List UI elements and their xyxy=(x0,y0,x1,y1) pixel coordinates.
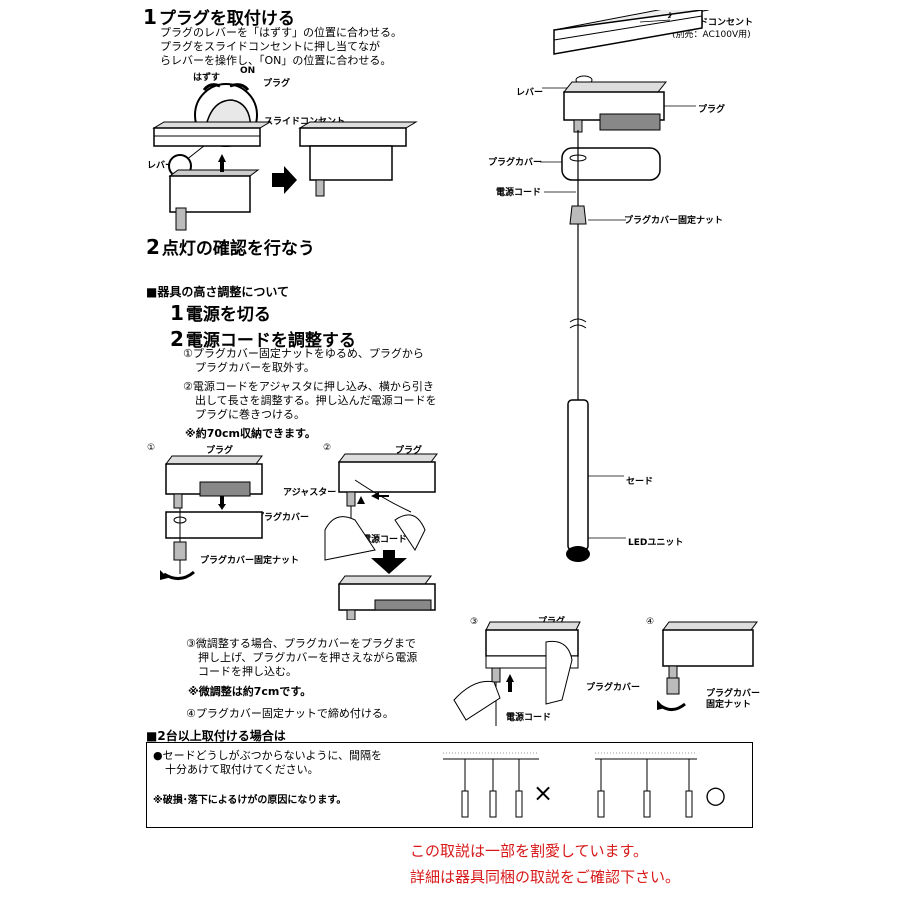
fig-d-number: ④ xyxy=(646,617,655,627)
fig-b-cord-label: 電源コード xyxy=(362,535,408,545)
spacing-comparison-illustration xyxy=(443,752,697,818)
text-line: プラグカバーを取外す。 xyxy=(195,361,315,374)
fig1-lever-label: レバー xyxy=(147,161,175,171)
fig-a-number: ① xyxy=(147,443,156,453)
lever-plug-label: プラグ xyxy=(263,79,291,89)
fig-c-cover-label: プラグカバー xyxy=(586,683,641,693)
multi-warning: ※破損･落下によるけがの原因になります。 xyxy=(153,795,347,806)
right-plug-label: プラグ xyxy=(698,105,726,115)
tighten-text: ④プラグカバー固定ナットで締め付ける。 xyxy=(186,707,394,720)
text-line: 出して長さを調整する。押し込んだ電源コードを xyxy=(195,394,437,407)
step-title: 点灯の確認を行なう xyxy=(161,239,315,259)
fig-b-plug-label: プラグ xyxy=(395,446,423,456)
footer-note-2: 詳細は器具同梱の取説をご確認下さい。 xyxy=(410,868,681,886)
right-nut-label: プラグカバー固定ナット xyxy=(624,216,724,226)
fig-c-cord-label: 電源コード xyxy=(506,713,552,723)
text-line: ●セードどうしがぶつからないように、間隔を xyxy=(153,749,383,762)
footer-note-1: この取説は一部を割愛しています。 xyxy=(410,842,649,860)
fig-b-number: ② xyxy=(323,443,332,453)
text-line: コードを押し込む。 xyxy=(198,665,297,678)
storage-note: ※約70cm収納できます。 xyxy=(185,427,316,440)
step-number: 1 xyxy=(143,5,157,29)
right-slide-label: スライドコンセント xyxy=(672,18,754,28)
multi-install-box: ●セードどうしがぶつからないように、間隔を 十分あけて取付けてください。 ※破損… xyxy=(146,742,753,828)
right-shade-label: セード xyxy=(626,477,654,487)
fig-d-label2: 固定ナット xyxy=(706,700,752,710)
fig-c-number: ③ xyxy=(470,617,479,627)
text-line: ②電源コードをアジャスタに押し込み、横から引き xyxy=(183,380,434,393)
plug-before-illustration xyxy=(152,121,272,231)
cover-removal-illustration xyxy=(160,455,263,580)
text-line: ①プラグカバー固定ナットをゆるめ、プラグから xyxy=(183,347,424,360)
text-line: らレバーを操作し、「ON」の位置に合わせる。 xyxy=(160,54,392,67)
correct-mark: ○ xyxy=(705,781,726,809)
text-line: 押し上げ、プラグカバーを押さえながら電源 xyxy=(198,651,418,664)
fine-adjust-note: ※微調整は約7cmです。 xyxy=(188,685,312,698)
plug-after-illustration xyxy=(298,121,418,197)
lever-on-label: ON xyxy=(240,66,256,76)
right-slide-note: (別売：AC100V用) xyxy=(672,30,751,40)
next-arrow-icon xyxy=(272,166,297,194)
tighten-nut-illustration xyxy=(657,621,758,711)
height-section-title: ■器具の高さ調整について xyxy=(146,285,289,299)
incorrect-mark: × xyxy=(533,779,554,807)
right-lever-label: レバー xyxy=(516,88,544,98)
pendant-light-illustration xyxy=(540,10,710,562)
step-number: 1 xyxy=(170,301,184,325)
lever-off-label: はずす xyxy=(193,73,221,83)
text-line: プラグをスライドコンセントに押し当てなが xyxy=(160,40,380,53)
text-line: 十分あけて取付けてください。 xyxy=(165,763,319,776)
text-line: プラグに巻きつける。 xyxy=(195,408,305,421)
right-cord-label: 電源コード xyxy=(496,188,542,198)
fig-a-nut-label: プラグカバー固定ナット xyxy=(200,556,300,566)
text-line: ③微調整する場合、プラグカバーをプラグまで xyxy=(186,637,416,650)
multi-section-title: ■2台以上取付ける場合は xyxy=(146,729,286,743)
height-p1: ①プラグカバー固定ナットをゆるめ、プラグから プラグカバーを取外す。 xyxy=(183,347,424,375)
height-p2: ②電源コードをアジャスタに押し込み、横から引き 出して長さを調整する。押し込んだ… xyxy=(183,380,437,422)
fig-a-plug-label: プラグ xyxy=(206,446,234,456)
right-cover-label: プラグカバー xyxy=(488,158,543,168)
step-title: 電源コードを調整する xyxy=(185,331,356,351)
text-line: プラグのレバーを「はずす」の位置に合わせる。 xyxy=(160,26,402,39)
multi-text: ●セードどうしがぶつからないように、間隔を 十分あけて取付けてください。 xyxy=(153,749,382,777)
step-title: 電源を切る xyxy=(185,305,271,325)
step-title: プラグを取付ける xyxy=(158,9,295,29)
step1-text: プラグのレバーを「はずす」の位置に合わせる。 プラグをスライドコンセントに押し当… xyxy=(160,26,402,68)
step-number: 2 xyxy=(170,327,184,351)
right-led-label: LEDユニット xyxy=(628,538,684,548)
fig-a-cover-label: プラグカバー xyxy=(255,513,310,523)
step-number: 2 xyxy=(146,235,160,259)
fig-b-adjuster-label: アジャスター xyxy=(283,488,337,498)
fig1-slide-label: スライドコンセント xyxy=(264,117,346,127)
fine-adjust-text: ③微調整する場合、プラグカバーをプラグまで 押し上げ、プラグカバーを押さえながら… xyxy=(186,637,417,679)
fig-d-label1: プラグカバー xyxy=(706,689,761,699)
cord-adjust-illustration xyxy=(324,453,438,620)
push-up-illustration xyxy=(453,621,581,726)
